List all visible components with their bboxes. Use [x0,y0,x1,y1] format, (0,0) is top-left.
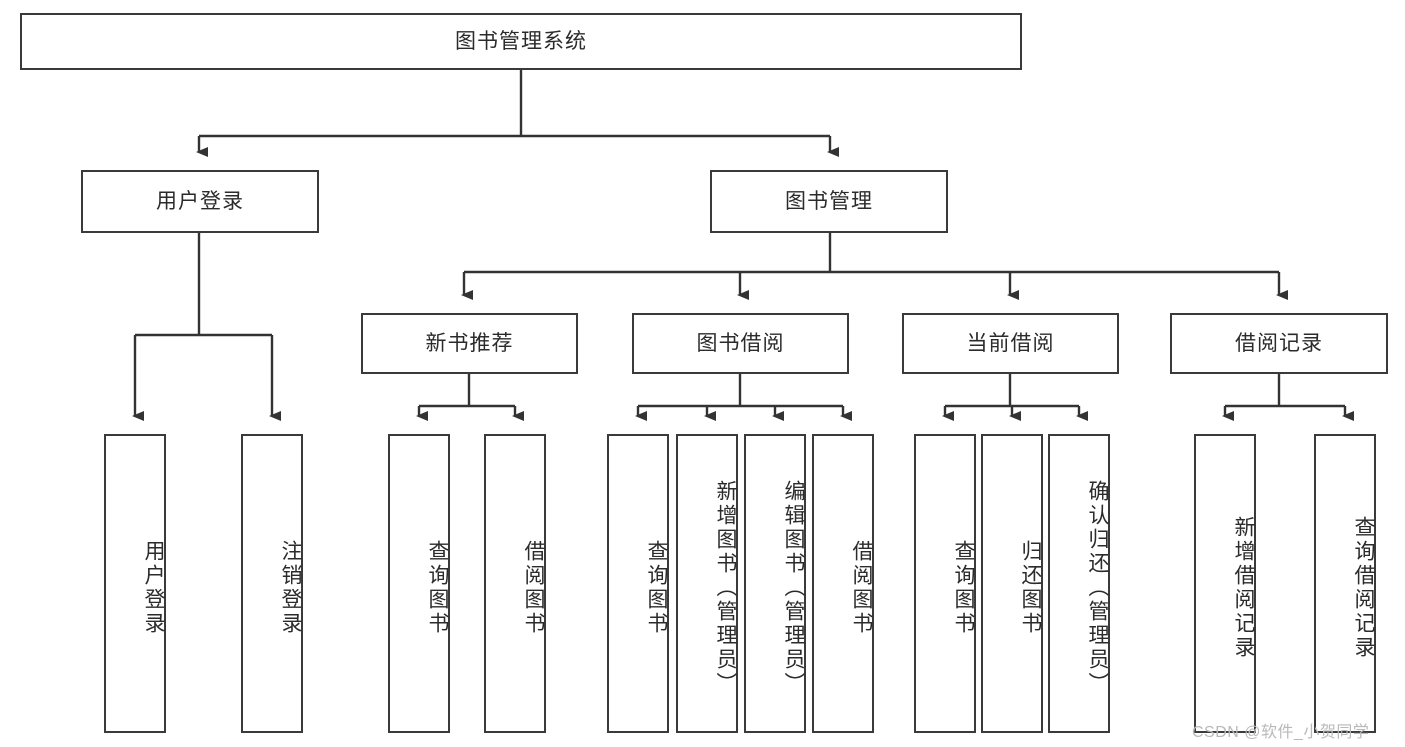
leaf-borrow-book[interactable]: 借阅图书 [812,434,874,733]
node-root-label: 图书管理系统 [455,29,587,53]
leaf-query-borrow-record-label: 查询借阅记录 [1352,515,1375,660]
leaf-add-book-admin[interactable]: 新增图书（管理员） [676,434,738,733]
node-borrow-record-label: 借阅记录 [1235,331,1323,355]
leaf-return-book-label: 归还图书 [1019,539,1042,636]
node-current-borrow[interactable]: 当前借阅 [902,313,1119,374]
leaf-query-book-rec-label: 查询图书 [426,539,449,636]
leaf-query-book-borrow-label: 查询图书 [645,539,668,636]
edge-bookborrow-to-leaves [635,374,852,421]
node-root[interactable]: 图书管理系统 [20,13,1022,70]
leaf-edit-book-admin-label: 编辑图书（管理员） [782,479,805,696]
node-book-borrow-label: 图书借阅 [696,331,785,355]
edge-root-to-level2 [196,70,839,157]
leaf-return-book[interactable]: 归还图书 [981,434,1043,733]
leaf-query-book-current[interactable]: 查询图书 [914,434,976,733]
edge-newbook-to-leaves [416,374,524,421]
leaf-add-borrow-record[interactable]: 新增借阅记录 [1194,434,1256,733]
csdn-watermark: CSDN @软件_小贺同学 [1192,724,1370,741]
leaf-add-borrow-record-label: 新增借阅记录 [1232,515,1255,660]
edge-bookmanage-to-level3 [461,233,1288,300]
leaf-query-book-current-label: 查询图书 [952,539,975,636]
leaf-confirm-return-admin-label: 确认归还（管理员） [1086,479,1109,696]
leaf-query-book-rec[interactable]: 查询图书 [388,434,450,733]
leaf-borrow-book-rec-label: 借阅图书 [522,539,545,636]
node-book-borrow[interactable]: 图书借阅 [632,313,849,374]
edge-currentborrow-to-leaves [942,374,1088,421]
node-current-borrow-label: 当前借阅 [966,331,1055,355]
node-new-book-recommend-label: 新书推荐 [425,331,514,355]
edge-userlogin-to-leaves [132,233,281,421]
node-user-login-label: 用户登录 [156,189,244,213]
edge-borrowrecord-to-leaves [1222,374,1354,421]
leaf-confirm-return-admin[interactable]: 确认归还（管理员） [1048,434,1110,733]
leaf-query-borrow-record[interactable]: 查询借阅记录 [1314,434,1376,733]
leaf-query-book-borrow[interactable]: 查询图书 [607,434,669,733]
node-user-login[interactable]: 用户登录 [81,170,319,233]
leaf-borrow-book-rec[interactable]: 借阅图书 [484,434,546,733]
leaf-add-book-admin-label: 新增图书（管理员） [714,479,737,696]
node-borrow-record[interactable]: 借阅记录 [1170,313,1388,374]
node-new-book-recommend[interactable]: 新书推荐 [361,313,578,374]
leaf-user-login[interactable]: 用户登录 [104,434,166,733]
leaf-edit-book-admin[interactable]: 编辑图书（管理员） [744,434,806,733]
leaf-borrow-book-label: 借阅图书 [850,539,873,636]
node-book-manage[interactable]: 图书管理 [710,170,948,233]
leaf-user-login-label: 用户登录 [142,539,165,636]
leaf-user-logout-label: 注销登录 [279,539,302,636]
node-book-manage-label: 图书管理 [785,189,873,213]
leaf-user-logout[interactable]: 注销登录 [241,434,303,733]
